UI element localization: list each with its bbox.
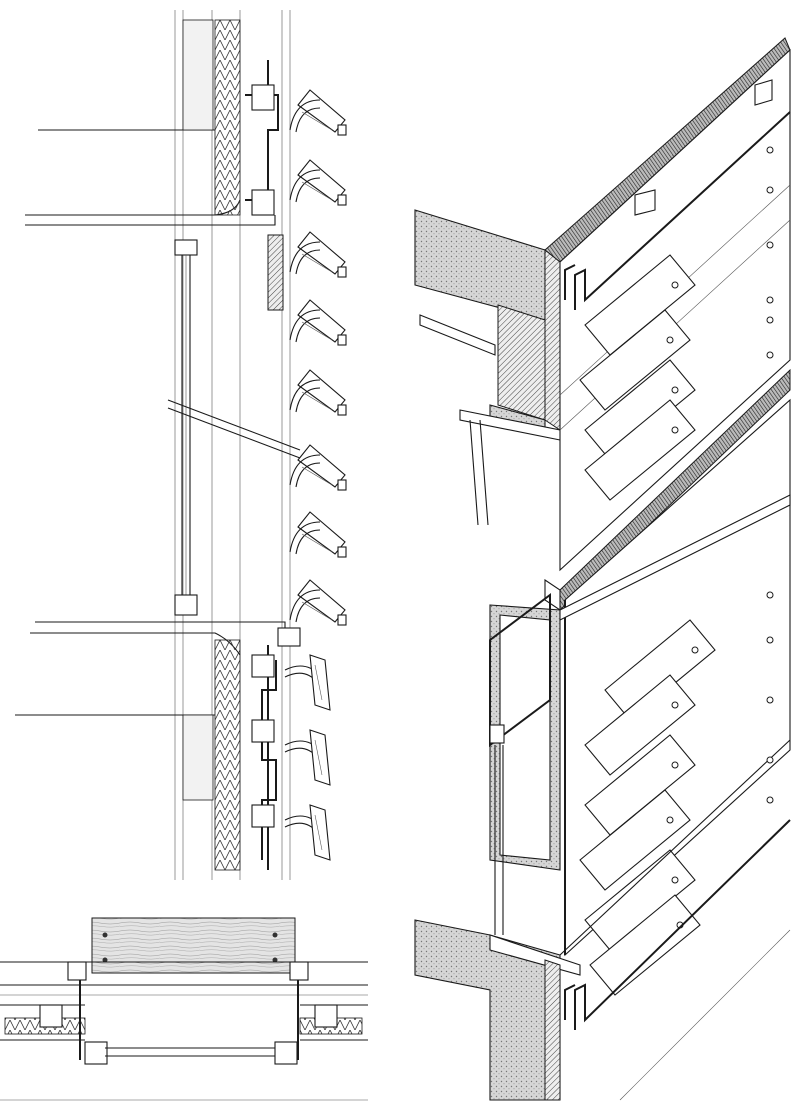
upper-floor-slab [25, 19, 276, 226]
middle-floor-slab [15, 621, 301, 871]
plan-section-view [0, 917, 368, 1101]
shingle-bracket [289, 444, 347, 491]
axonometric-facade-view [414, 37, 791, 1101]
window-mullion [167, 239, 301, 616]
shingle-bracket [289, 579, 347, 626]
diagonal-shingle [584, 674, 696, 776]
upper-cladding-rail [245, 60, 279, 216]
shingle-bracket [284, 729, 331, 786]
shingle-bracket-column [289, 89, 347, 626]
shingle-bracket [284, 804, 331, 861]
lower-shingle-bracket-column [284, 654, 331, 861]
shingle-bracket [289, 299, 347, 346]
diagonal-shingle [604, 619, 716, 721]
diagonal-shingle-stack [579, 254, 696, 501]
diagonal-shingle [579, 789, 691, 891]
shingle-bracket [289, 89, 347, 136]
vent-cap [634, 79, 773, 216]
shingle-bracket [289, 511, 347, 558]
vertical-section-view [15, 10, 347, 880]
shingle-bracket [284, 654, 331, 711]
diagonal-shingle [584, 734, 696, 836]
diagonal-shingle [584, 359, 696, 461]
diagonal-shingle [584, 254, 696, 356]
shingle-bracket [289, 369, 347, 416]
diagonal-shingle [584, 849, 696, 951]
lower-diagonal-shingle-stack [579, 619, 716, 996]
shingle-bracket [289, 159, 347, 206]
diagonal-shingle [579, 309, 691, 411]
timber-shingle-plan [91, 917, 296, 974]
window-frame [489, 593, 551, 935]
shingle-bracket [289, 231, 347, 278]
diagonal-shingle [584, 399, 696, 501]
vent-louver [267, 234, 284, 311]
